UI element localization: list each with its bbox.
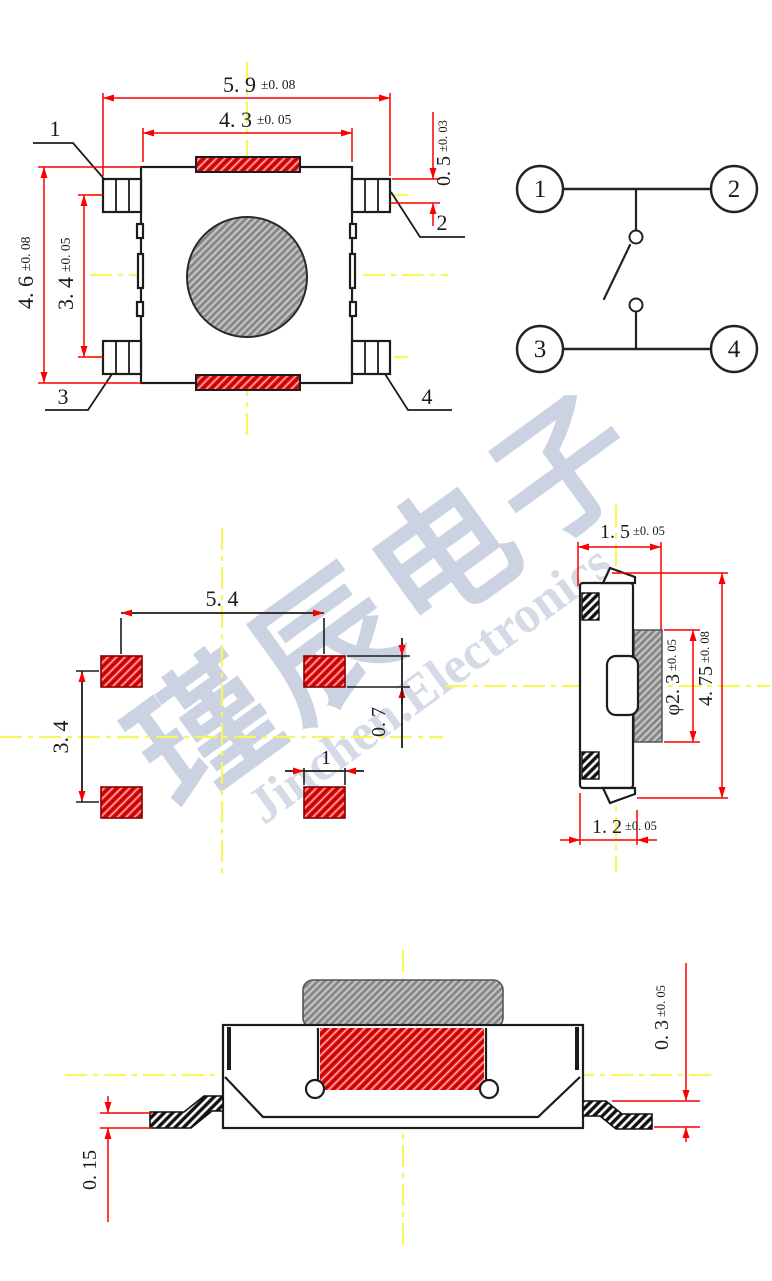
switch-contact-top [628,229,644,245]
pin3-leader [45,373,113,411]
svg-text:φ2. 3: φ2. 3 [662,674,684,716]
svg-text:4. 75: 4. 75 [695,666,717,706]
bottom-red-strip [195,374,301,391]
solder-pad [100,786,143,819]
pin2-label: 2 [437,210,448,235]
dim-top-width-value: 1. 5 [600,521,630,543]
dim-outer-width-tol: ±0. 08 [261,77,296,92]
switch-arm [602,243,632,301]
pcb-land-pattern: 5. 4 3. 4 0. 7 1 [0,528,443,878]
svg-text:0. 3: 0. 3 [651,1020,673,1050]
svg-text:3. 4: 3. 4 [48,721,73,754]
svg-text:±0. 05: ±0. 05 [654,985,668,1017]
body-notch [348,252,357,290]
terminal-4 [350,339,392,376]
svg-text:0. 15: 0. 15 [79,1150,101,1190]
dim-outer-height: 4. 6 ±0. 08 [13,236,38,309]
inner-base-trapezoid [224,1076,581,1119]
terminal-circle-2 [709,164,759,214]
svg-text:0. 7: 0. 7 [368,707,390,737]
terminal-2 [350,177,392,214]
dim-lead-thickness: 0. 15 [79,1150,101,1190]
dim-pad-width: 1 [321,747,331,769]
side-view: 1. 5 ±0. 05 φ2. 3 ±0. 05 4. 75 ±0. 08 [445,505,770,872]
dim-stem-diameter: φ2. 3 ±0. 05 [662,639,684,715]
dim-pitch-y: 3. 4 [48,721,73,754]
terminal-section-bottom [581,751,600,780]
svg-text:±0. 08: ±0. 08 [698,631,712,663]
dim-total-height: 4. 75 ±0. 08 [695,631,717,706]
pin1-label: 1 [50,116,61,141]
svg-text:±0. 03: ±0. 03 [436,120,450,152]
body-notch [348,222,358,240]
dim-inner-width-value: 4. 3 [219,107,252,132]
terminal-4-label: 4 [728,336,741,363]
solder-pad [100,655,143,688]
svg-text:±0. 05: ±0. 05 [665,639,679,671]
dim-lead-height: 0. 3 ±0. 05 [651,985,673,1050]
dim-pitch-x: 5. 4 [206,586,239,611]
pin2-leader [390,191,465,238]
terminal-circle-4 [709,324,759,374]
dim-top-width-tol: ±0. 05 [633,524,665,538]
dim-terminal-height: 0. 5 ±0. 03 [433,120,455,186]
dim-base-width-tol: ±0. 05 [625,819,657,833]
pin3-label: 3 [58,384,69,409]
dim-base-width-value: 1. 2 [592,816,622,838]
terminal-1 [101,177,143,214]
terminal-circle-1 [515,164,565,214]
body-notch [348,300,358,318]
terminal-3 [101,339,143,376]
svg-text:0. 5: 0. 5 [433,156,455,186]
pin4-label: 4 [422,384,433,409]
movable-contact-red [320,1028,484,1090]
right-gullwing-lead [582,1100,653,1130]
svg-text:3. 4: 3. 4 [53,277,78,310]
actuator-button-circle [186,216,308,338]
pin4-leader [384,373,452,411]
terminal-3-label: 3 [534,336,547,363]
dim-inner-width-tol: ±0. 05 [257,112,292,127]
svg-text:4. 6: 4. 6 [13,276,38,309]
switch-contact-bottom [628,297,644,313]
dim-pad-height: 0. 7 [368,707,390,737]
terminal-section-top [581,592,600,621]
bottom-lead-bend [601,786,637,805]
stem-side-profile [605,654,640,717]
rubber-actuator-front [302,979,504,1029]
body-notch [135,300,145,318]
terminal-circle-3 [515,324,565,374]
svg-text:±0. 05: ±0. 05 [58,237,73,272]
left-gullwing-lead [149,1095,224,1129]
contact-hook [478,1078,500,1100]
solder-pad [303,655,346,688]
terminal-2-label: 2 [728,176,741,203]
solder-pad [303,786,346,819]
dim-inner-height: 3. 4 ±0. 05 [53,237,78,310]
svg-text:±0. 08: ±0. 08 [18,236,33,271]
top-lead-bend [601,566,637,585]
contact-hook [304,1078,326,1100]
circuit-schematic: 1 2 3 4 [515,164,759,374]
body-notch [136,252,145,290]
top-red-strip [195,156,301,173]
front-section-view: 0. 3 ±0. 05 0. 15 [65,950,715,1245]
dim-outer-width-value: 5. 9 [223,72,256,97]
top-view: 1 2 3 4 5. 9 ±0. 08 4. 3 ±0. 05 [13,62,465,435]
body-notch [135,222,145,240]
terminal-1-label: 1 [534,176,547,203]
